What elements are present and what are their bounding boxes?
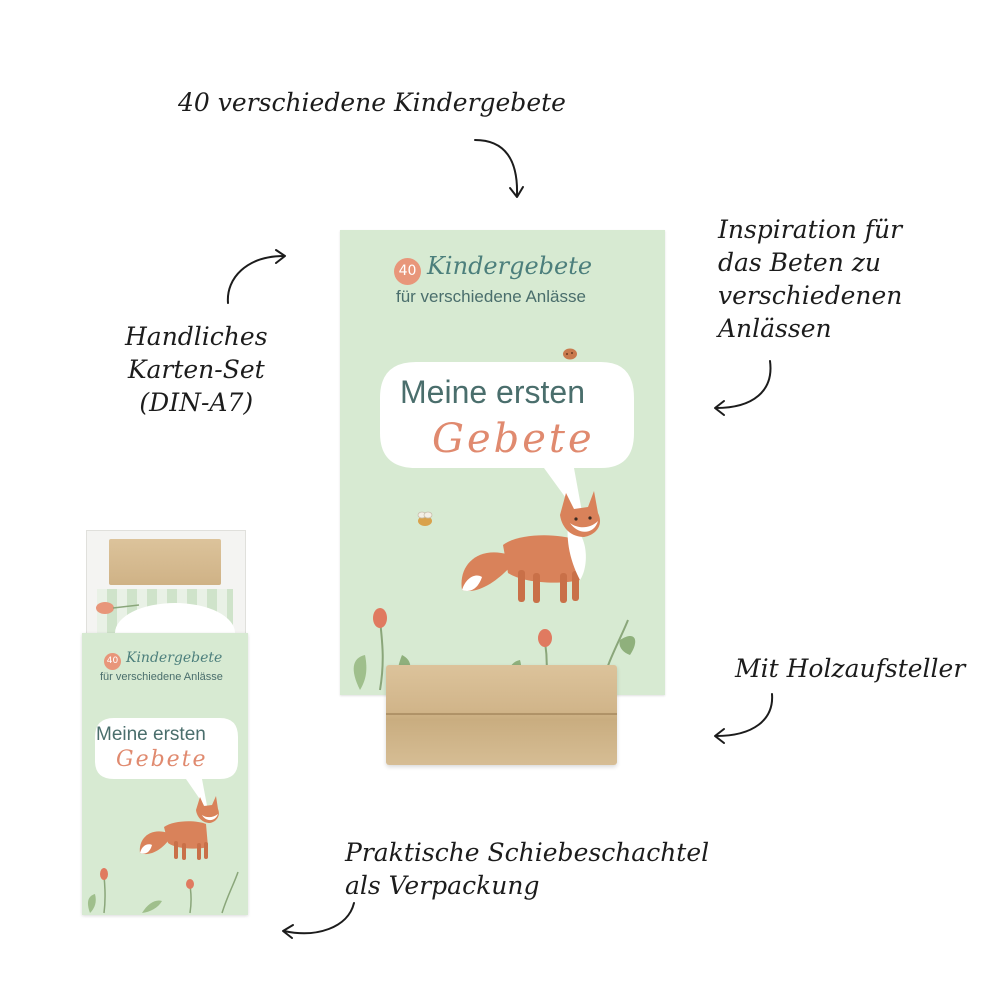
box-speech-bubble [95, 718, 238, 811]
annotation-kindergebete: 40 verschiedene Kindergebete [178, 88, 566, 117]
box-fox-illustration [139, 796, 219, 860]
box-subtitle: für verschiedene Anlässe [100, 671, 223, 683]
bee-icon [417, 511, 433, 526]
annotation-schiebeschachtel: Praktische Schiebeschachtel als Verpacku… [345, 838, 710, 900]
slide-box: 40 Kindergebete für verschiedene Anlässe… [82, 633, 248, 915]
box-title: Kindergebete [126, 650, 223, 666]
box-plants-illustration [87, 868, 239, 914]
box-bubble-line2: Gebete [116, 747, 208, 772]
annotation-karten-set: Handliches Karten-Set (DIN-A7) [125, 322, 268, 417]
arrow-to-stand [714, 693, 774, 744]
ladybug-icon [563, 348, 577, 360]
annotation-inspiration: Inspiration für das Beten zu verschieden… [718, 215, 903, 343]
arrow-to-card-right [714, 360, 772, 416]
box-badge: 40 [104, 653, 121, 670]
box-wood-stand-piece [109, 539, 221, 585]
box-bubble-line1: Meine ersten [96, 724, 206, 745]
card-subtitle: für verschiedene Anlässe [396, 287, 586, 306]
prayer-card: 40 Kindergebete für verschiedene Anlässe… [340, 230, 665, 695]
box-inner-tray [86, 530, 246, 663]
arrow-to-card-top [474, 139, 524, 198]
card-bubble-line1: Meine ersten [400, 374, 585, 410]
card-title: Kindergebete [427, 252, 593, 280]
arrow-to-card-left [226, 249, 286, 304]
card-badge: 40 [394, 258, 421, 285]
annotation-holzaufsteller: Mit Holzaufsteller [735, 654, 966, 683]
fox-illustration [461, 491, 601, 603]
flower-icon [96, 602, 140, 614]
wooden-stand [386, 665, 617, 765]
card-speech-bubble [380, 362, 634, 523]
arrow-to-box [282, 902, 355, 939]
card-bubble-line2: Gebete [432, 416, 595, 462]
